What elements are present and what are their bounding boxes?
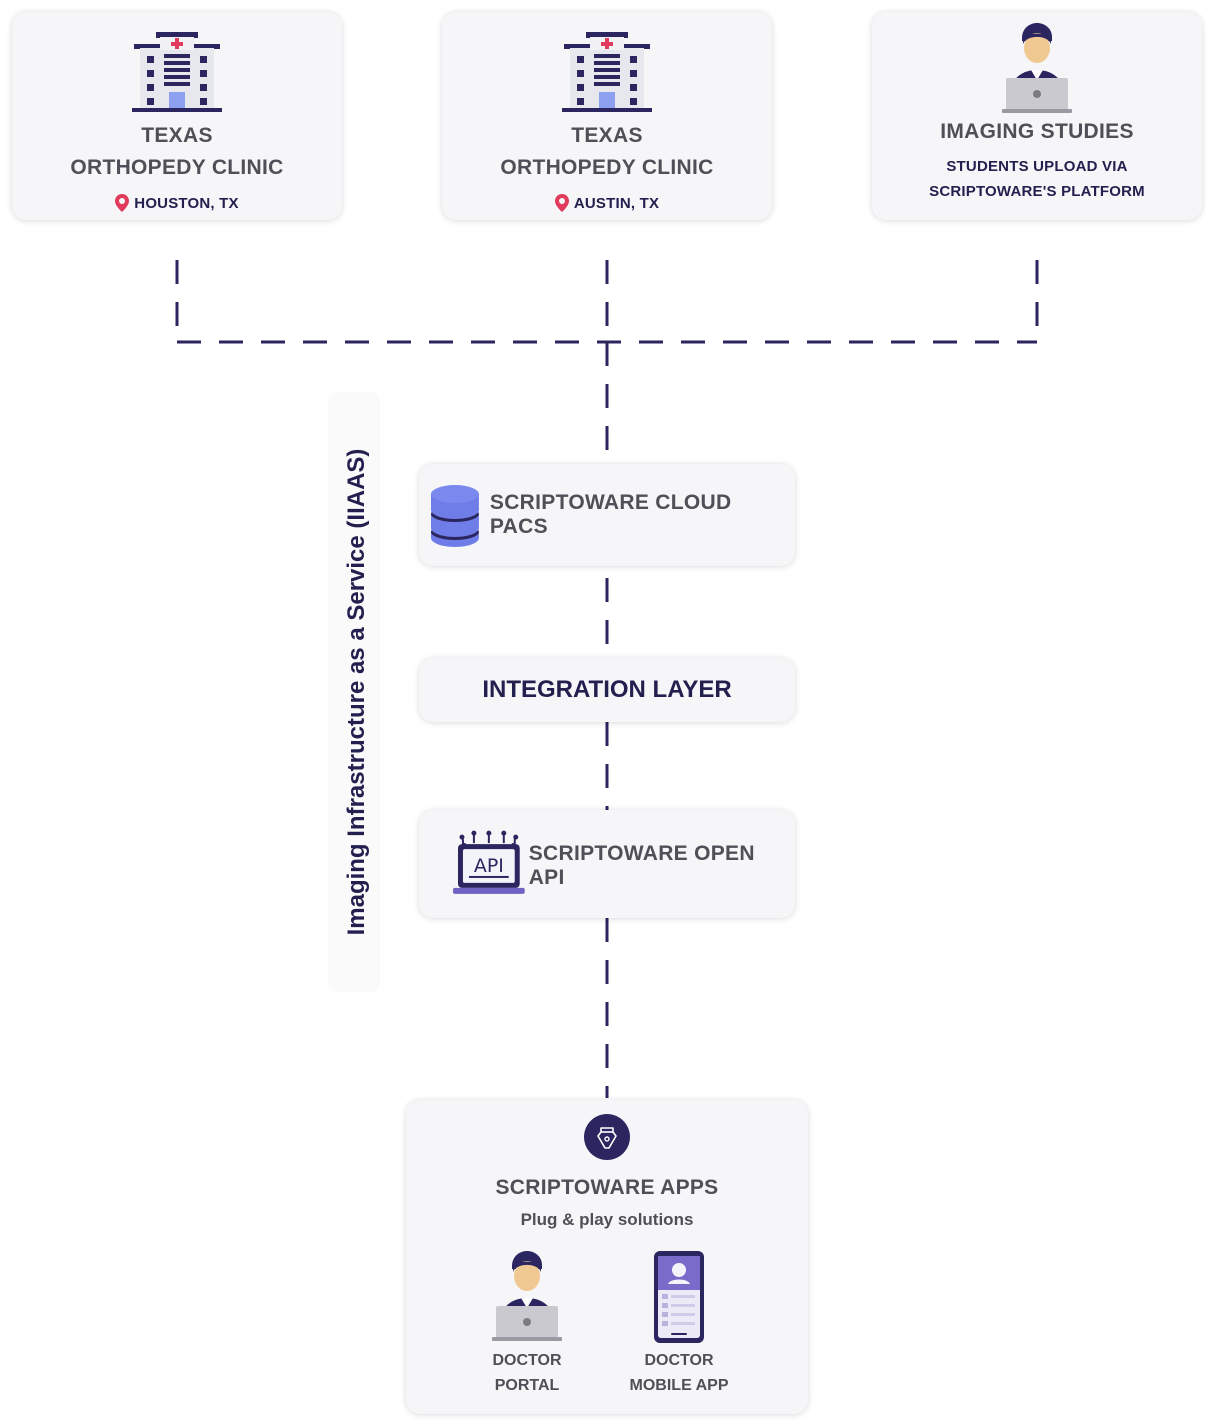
location: HOUSTON, TX <box>12 194 342 212</box>
side-label: Imaging Infrastructure as a Service (IIA… <box>343 448 370 936</box>
location-pin-icon <box>115 194 130 212</box>
source-title: TEXAS <box>571 124 643 147</box>
api-card: API SCRIPTOWARE OPEN API <box>419 810 795 918</box>
source-card-houston: TEXAS ORTHOPEDY CLINIC HOUSTON, TX <box>12 12 342 220</box>
api-row: API SCRIPTOWARE OPEN API <box>453 830 795 902</box>
integration-layer-card: INTEGRATION LAYER <box>419 658 795 722</box>
api-label: SCRIPTOWARE OPEN API <box>528 842 755 889</box>
location-pin-icon <box>554 194 569 212</box>
mobile-phone-icon <box>654 1251 704 1343</box>
source-title: TEXAS <box>141 124 213 147</box>
apps-title: SCRIPTOWARE APPS <box>495 1176 719 1199</box>
location-text: HOUSTON, TX <box>134 194 239 212</box>
person-laptop-icon <box>1002 23 1072 113</box>
person-laptop-icon <box>492 1251 562 1341</box>
database-icon <box>431 485 479 547</box>
source-description-line-2: SCRIPTOWARE'S PLATFORM <box>929 183 1145 200</box>
api-monitor-icon: API <box>453 830 525 894</box>
pacs-card: SCRIPTOWARE CLOUD PACS <box>419 464 795 566</box>
side-label-panel <box>328 392 380 992</box>
location-text: AUSTIN, TX <box>573 194 660 212</box>
pacs-row: SCRIPTOWARE CLOUD PACS <box>431 482 795 548</box>
location: AUSTIN, TX <box>442 194 772 212</box>
source-card-austin: TEXAS ORTHOPEDY CLINIC AUSTIN, TX <box>442 12 772 220</box>
svg-text:API: API <box>474 855 504 877</box>
pacs-label: SCRIPTOWARE CLOUD PACS <box>489 491 732 538</box>
app-item-doctor-mobile-app: DOCTOR MOBILE APP <box>618 1248 740 1398</box>
source-card-imaging-studies: IMAGING STUDIES STUDENTS UPLOAD VIA SCRI… <box>872 12 1202 220</box>
apps-card: SCRIPTOWARE APPS Plug & play solutions D… <box>406 1100 808 1414</box>
pen-nib-icon <box>584 1114 630 1160</box>
hospital-icon <box>132 32 222 112</box>
source-subtitle: ORTHOPEDY CLINIC <box>70 156 284 179</box>
source-title: IMAGING STUDIES <box>940 120 1134 143</box>
app-item-line-1: DOCTOR <box>644 1352 714 1369</box>
app-item-doctor-portal: DOCTOR PORTAL <box>466 1248 588 1398</box>
app-item-line-2: MOBILE APP <box>629 1377 729 1394</box>
app-item-line-2: PORTAL <box>494 1377 560 1394</box>
integration-layer-label: INTEGRATION LAYER <box>482 676 732 703</box>
hospital-icon <box>562 32 652 112</box>
source-description-line-1: STUDENTS UPLOAD VIA <box>946 158 1128 175</box>
apps-subtitle: Plug & play solutions <box>520 1210 694 1229</box>
app-item-line-1: DOCTOR <box>492 1352 562 1369</box>
source-subtitle: ORTHOPEDY CLINIC <box>500 156 714 179</box>
